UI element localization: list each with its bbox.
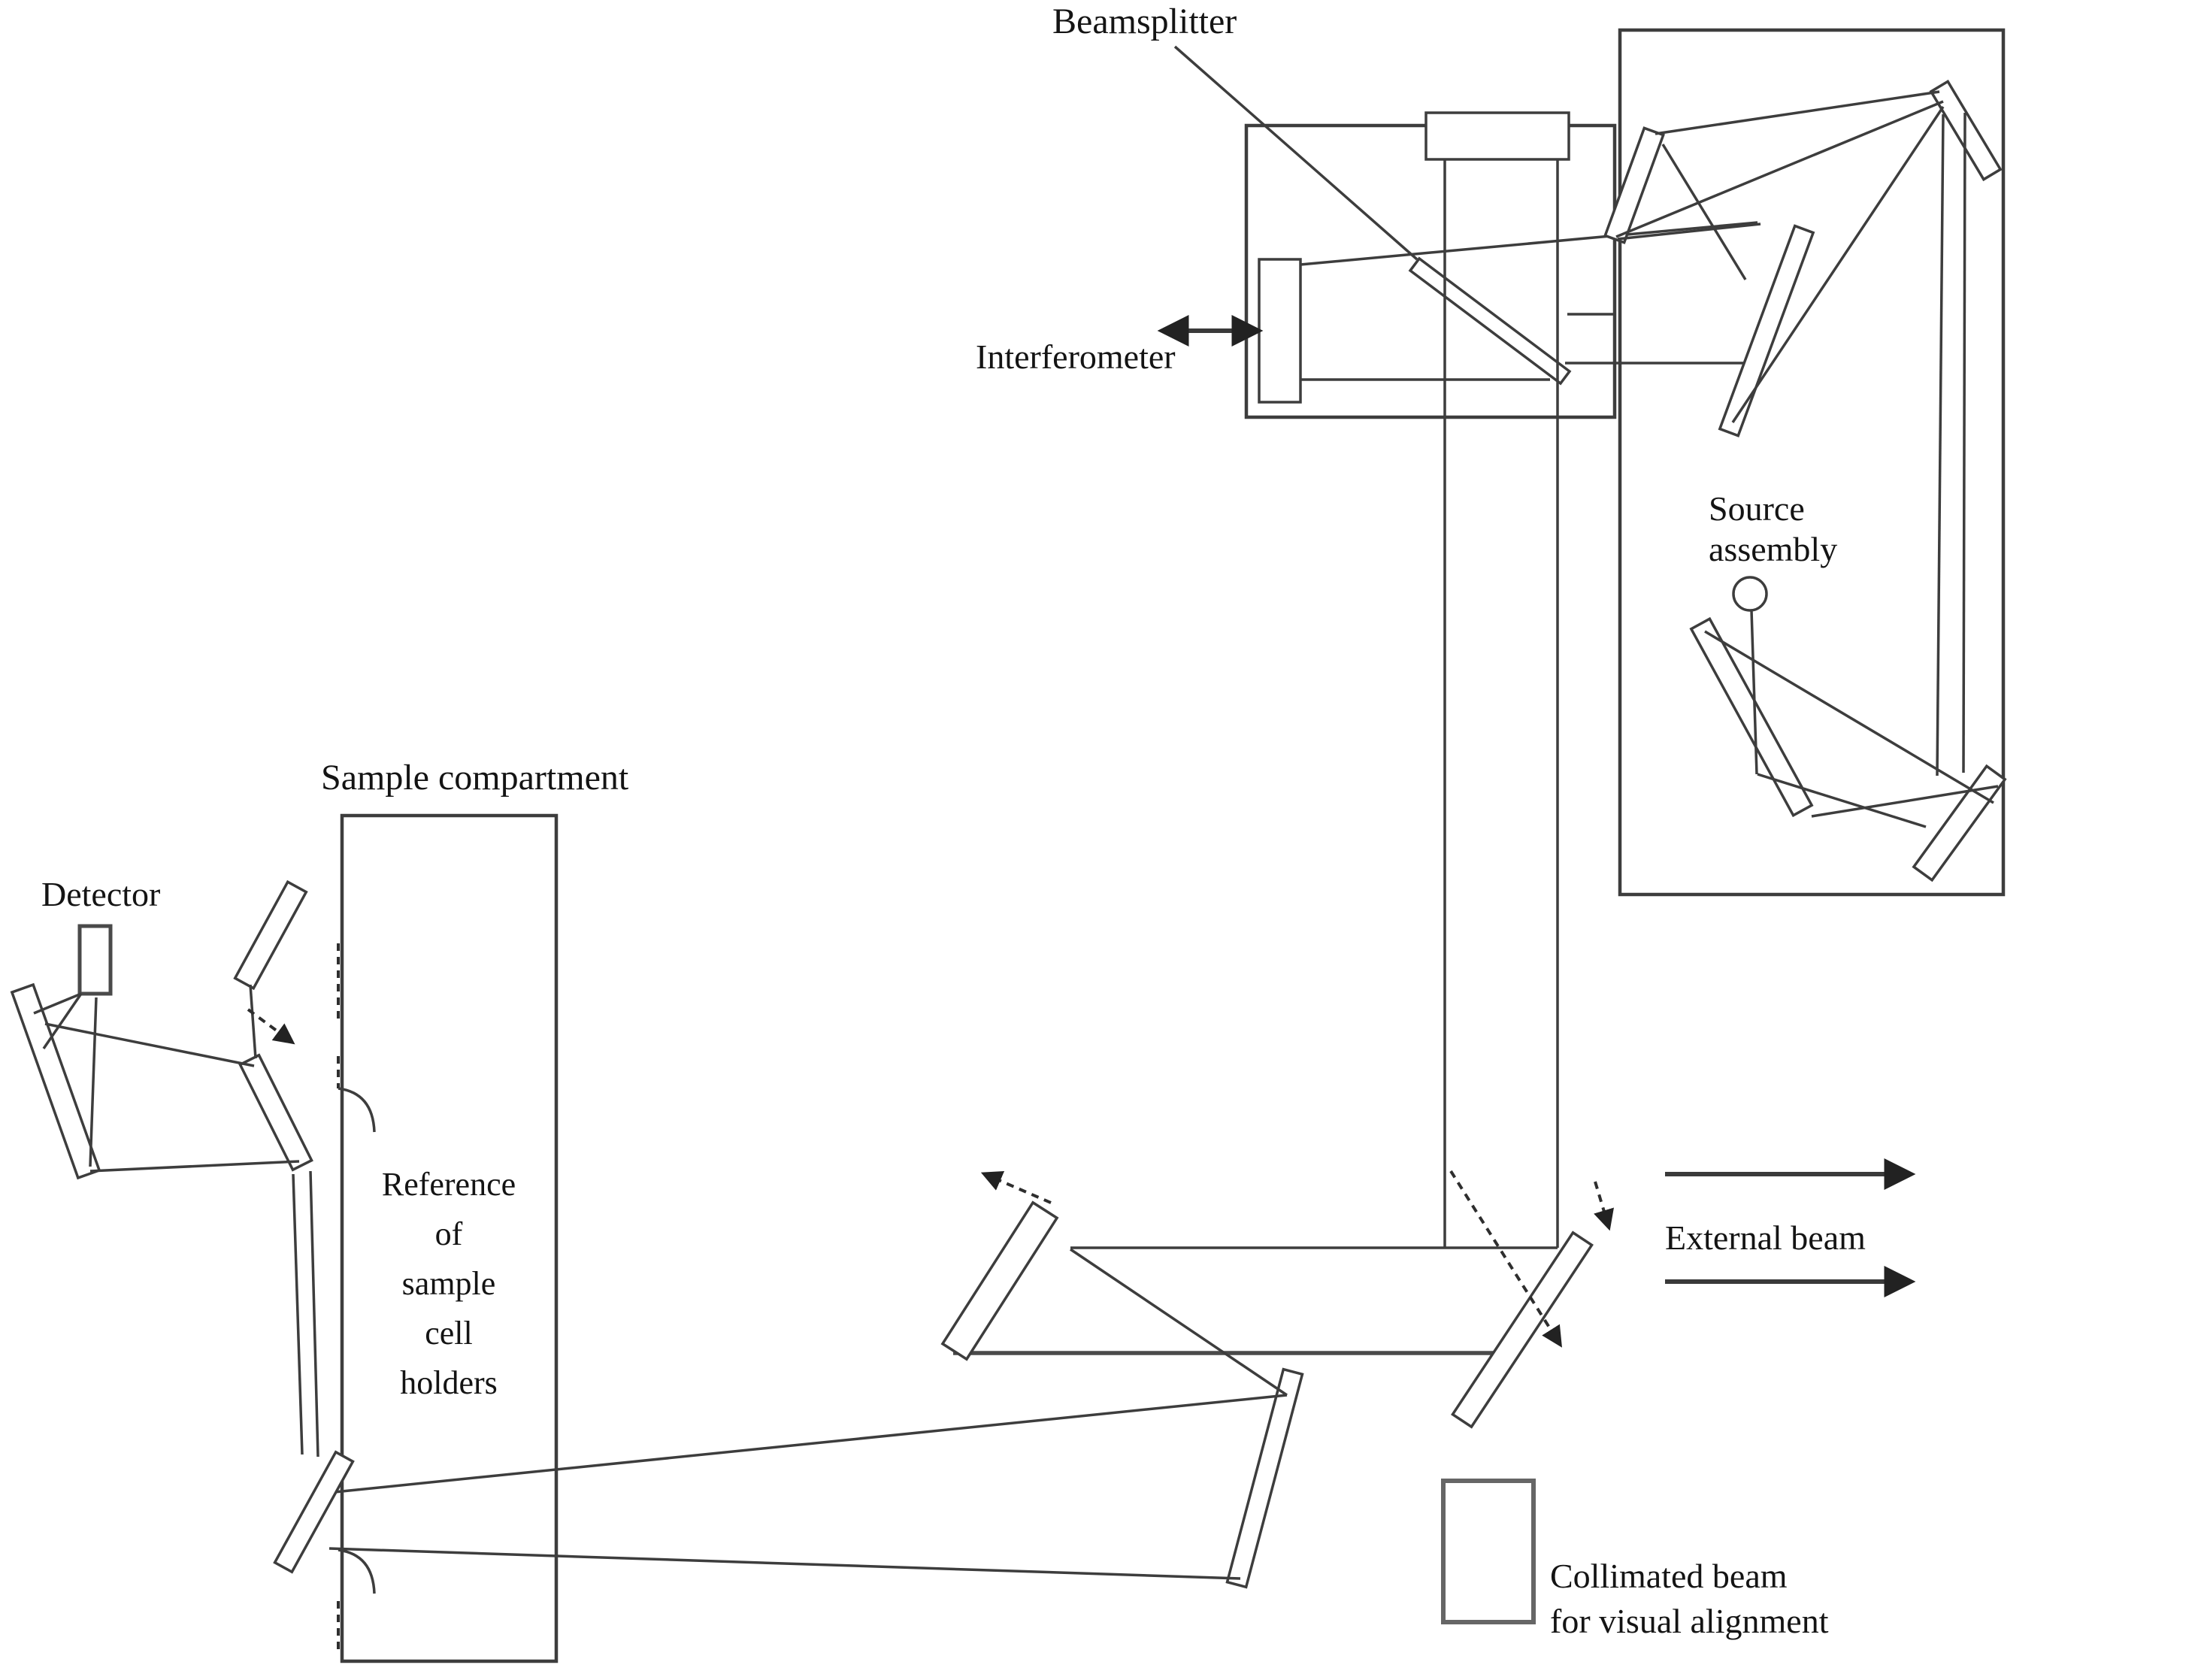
detector-mirror-left [10, 982, 101, 1180]
reference-label-line5: holders [400, 1364, 498, 1401]
collimated-label-line2: for visual alignment [1550, 1602, 1829, 1640]
source-lamp-circle [1732, 576, 1768, 612]
reference-label-line4: cell [425, 1315, 473, 1352]
source-beam-5 [1731, 106, 1945, 423]
beam-from-sample-upper [334, 1394, 1288, 1494]
interferometer-label: Interferometer [976, 338, 1176, 376]
source-assembly-label-line2: assembly [1709, 530, 1837, 568]
source-assembly-box [1618, 28, 2006, 897]
sample-mirror-mid [238, 1053, 313, 1172]
beamsplitter-plate [1408, 256, 1572, 386]
reference-label-line3: sample [402, 1265, 496, 1302]
beamsplitter-label: Beamsplitter [1052, 2, 1237, 41]
dashed-arrow-external-short [1594, 1181, 1614, 1231]
sample-compartment-label: Sample compartment [321, 758, 629, 798]
source-mirror-top-left [1603, 126, 1665, 244]
source-mirror-lower-left [1689, 616, 1814, 818]
source-beam-4 [1661, 144, 1747, 280]
cell-holder-arc-upper [338, 1087, 376, 1133]
reference-label-line1: Reference [382, 1166, 516, 1203]
beam-to-bottom-mirror-1 [292, 1173, 304, 1455]
collimated-label-line1: Collimated beam [1550, 1557, 1788, 1595]
beam-source-to-side-mirror [1300, 221, 1758, 266]
detector-beam-3 [89, 997, 98, 1167]
cell-holder-arc-lower [338, 1548, 376, 1594]
external-beam-fold-mirror [1451, 1230, 1594, 1429]
beamsplitter-leader-line [1173, 45, 1418, 261]
source-beam-2 [1615, 100, 1944, 238]
detector-beam-4 [89, 1160, 300, 1173]
source-assembly-label-line1: Source [1709, 489, 1805, 528]
detector-beam-1 [33, 992, 82, 1015]
sample-mirror-upper [233, 879, 308, 991]
interferometer-side-mirror [1258, 258, 1302, 404]
collimating-mirror-large [940, 1200, 1059, 1361]
source-lamp-stem [1750, 610, 1758, 775]
source-beam-1 [1655, 90, 1940, 135]
dashed-arrow-through-fold-mirror [1449, 1170, 1562, 1348]
interferometer-top-mirror [1424, 111, 1570, 161]
detector-label: Detector [41, 875, 160, 913]
source-beam-3 [1617, 222, 1761, 241]
detector-beam-2 [42, 993, 83, 1049]
source-column-left [1936, 114, 1945, 776]
source-beam-7 [1811, 785, 1999, 818]
reference-label-line2: of [435, 1215, 463, 1252]
sample-compartment-box [340, 813, 559, 1663]
beam-to-bottom-mirror-2 [309, 1170, 319, 1458]
focusing-mirror-bottom-center [1225, 1367, 1304, 1589]
detector-beam-5 [44, 1022, 255, 1067]
dashed-arrow-into-compartment [247, 1008, 295, 1045]
dashed-arrow-mirror-tilt [980, 1171, 1052, 1204]
source-mirror-middle [1718, 224, 1815, 437]
external-beam-label: External beam [1665, 1218, 1866, 1257]
source-column-right [1962, 112, 1966, 773]
detector-body [77, 924, 113, 996]
source-beam-8 [1757, 773, 1927, 828]
collimated-beam-aperture [1441, 1479, 1536, 1624]
sample-mirror-bottom [273, 1450, 355, 1574]
beam-from-sample-lower [328, 1547, 1241, 1580]
beam-diagonal-to-focus-mirror [1070, 1248, 1288, 1397]
detector-beam-6 [249, 984, 257, 1059]
